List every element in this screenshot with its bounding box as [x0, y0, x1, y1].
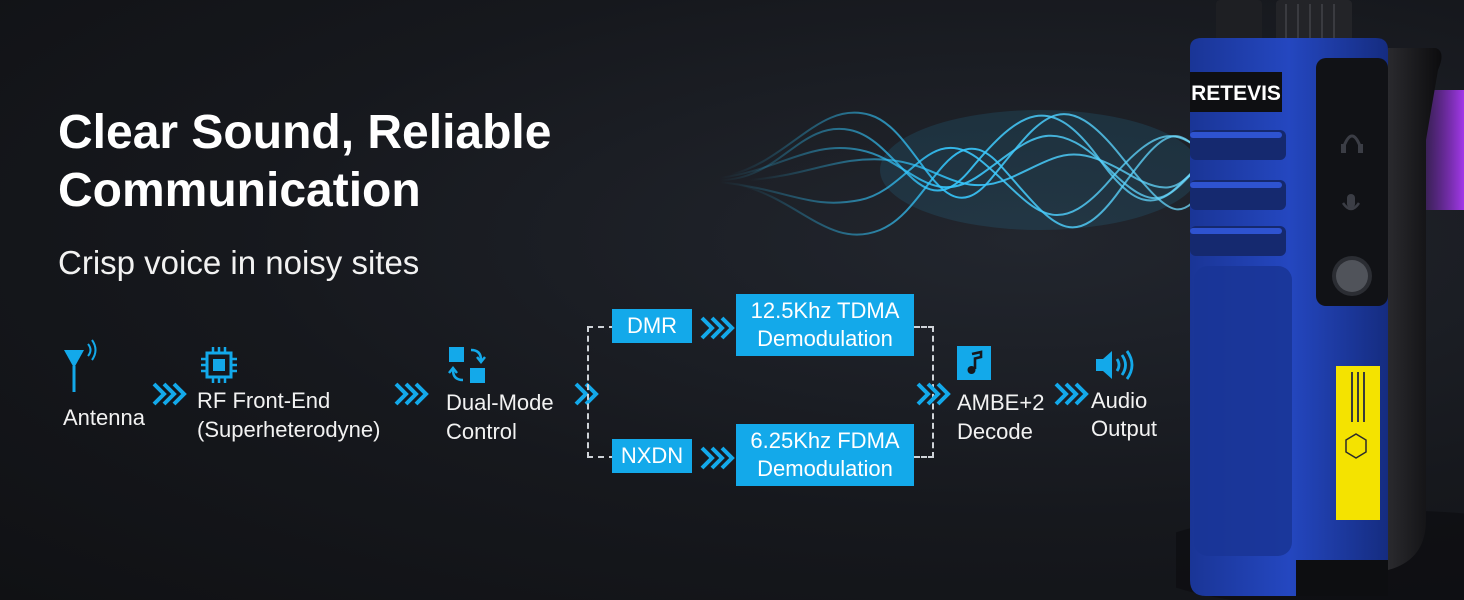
antenna-icon	[64, 339, 97, 392]
arrow-icon	[700, 316, 735, 340]
brand-logo: RETEVIS	[1191, 82, 1281, 105]
dmr-demod-line-2: Demodulation	[757, 326, 893, 351]
two-way-radio-image: RETEVIS	[1176, 0, 1464, 600]
ambe-label-1: AMBE+2	[957, 390, 1045, 415]
switch-mode-icon	[448, 347, 486, 383]
nxdn-demodulation-box: 6.25Khz FDMA Demodulation	[736, 424, 914, 486]
sound-wave-graphic	[720, 110, 1220, 236]
arrow-icon	[916, 382, 951, 406]
audio-label-1: Audio	[1091, 388, 1148, 413]
branch-line-right	[914, 326, 934, 458]
arrow-icon	[574, 382, 599, 406]
page-subtitle: Crisp voice in noisy sites	[58, 244, 420, 281]
speaker-icon	[1096, 350, 1134, 380]
nxdn-demod-line-1: 6.25Khz FDMA	[750, 428, 900, 453]
ambe-label-2: Decode	[957, 419, 1033, 444]
chip-icon	[201, 347, 237, 383]
page-title: Clear Sound, Reliable Communication	[58, 106, 552, 217]
branch-line-left	[587, 326, 615, 458]
dmr-box: DMR	[612, 309, 692, 343]
dual-mode-label-2: Control	[446, 419, 517, 444]
rf-front-end-label-2: (Superheterodyne)	[197, 417, 381, 442]
dmr-demodulation-box: 12.5Khz TDMA Demodulation	[736, 294, 914, 356]
dual-mode-label-1: Dual-Mode	[446, 390, 554, 415]
dmr-demod-line-1: 12.5Khz TDMA	[750, 298, 900, 323]
audio-label-2: Output	[1091, 416, 1158, 441]
antenna-label: Antenna	[63, 405, 145, 430]
arrow-icon	[1054, 382, 1089, 406]
rf-front-end-label-1: RF Front-End	[197, 388, 331, 413]
music-note-icon	[957, 346, 991, 380]
arrow-icon	[394, 382, 429, 406]
arrow-icon	[700, 446, 735, 470]
nxdn-box: NXDN	[612, 439, 692, 473]
nxdn-demod-line-2: Demodulation	[757, 456, 893, 481]
arrow-icon	[152, 382, 187, 406]
